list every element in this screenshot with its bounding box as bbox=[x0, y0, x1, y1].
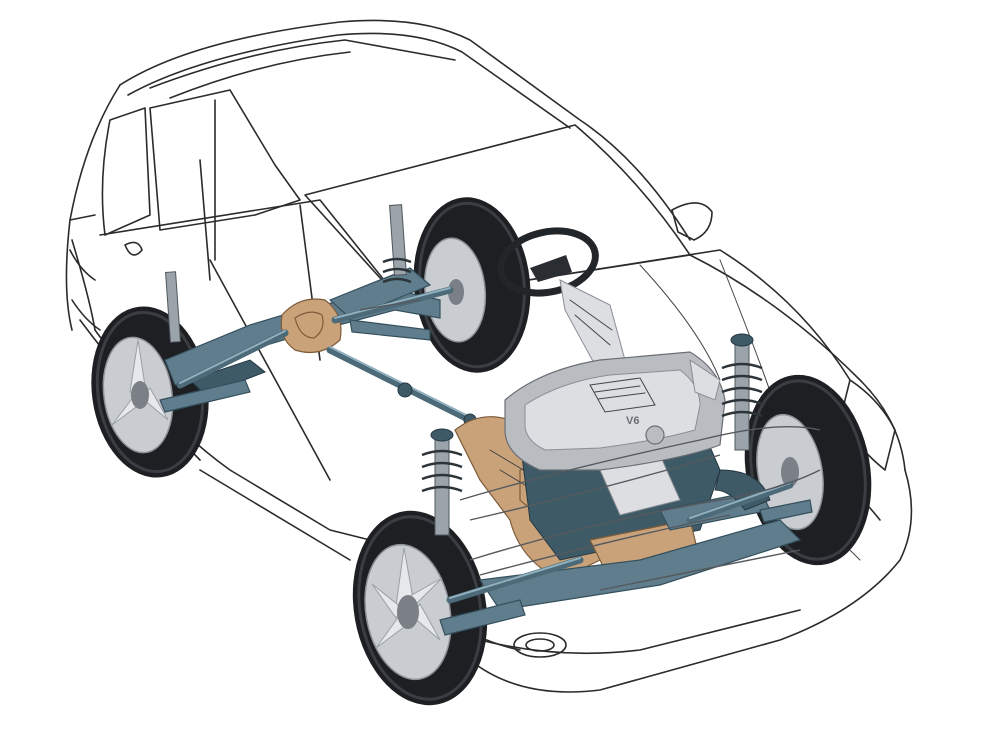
front-suspension bbox=[421, 333, 821, 636]
drive-shaft bbox=[326, 346, 484, 429]
engine-cover-badge: V6 bbox=[626, 415, 639, 427]
front-left-wheel bbox=[352, 510, 488, 706]
brake-lines bbox=[359, 299, 821, 591]
rear-left-wheel bbox=[91, 306, 209, 478]
steering-wheel bbox=[497, 227, 626, 366]
rear-suspension bbox=[159, 204, 454, 413]
